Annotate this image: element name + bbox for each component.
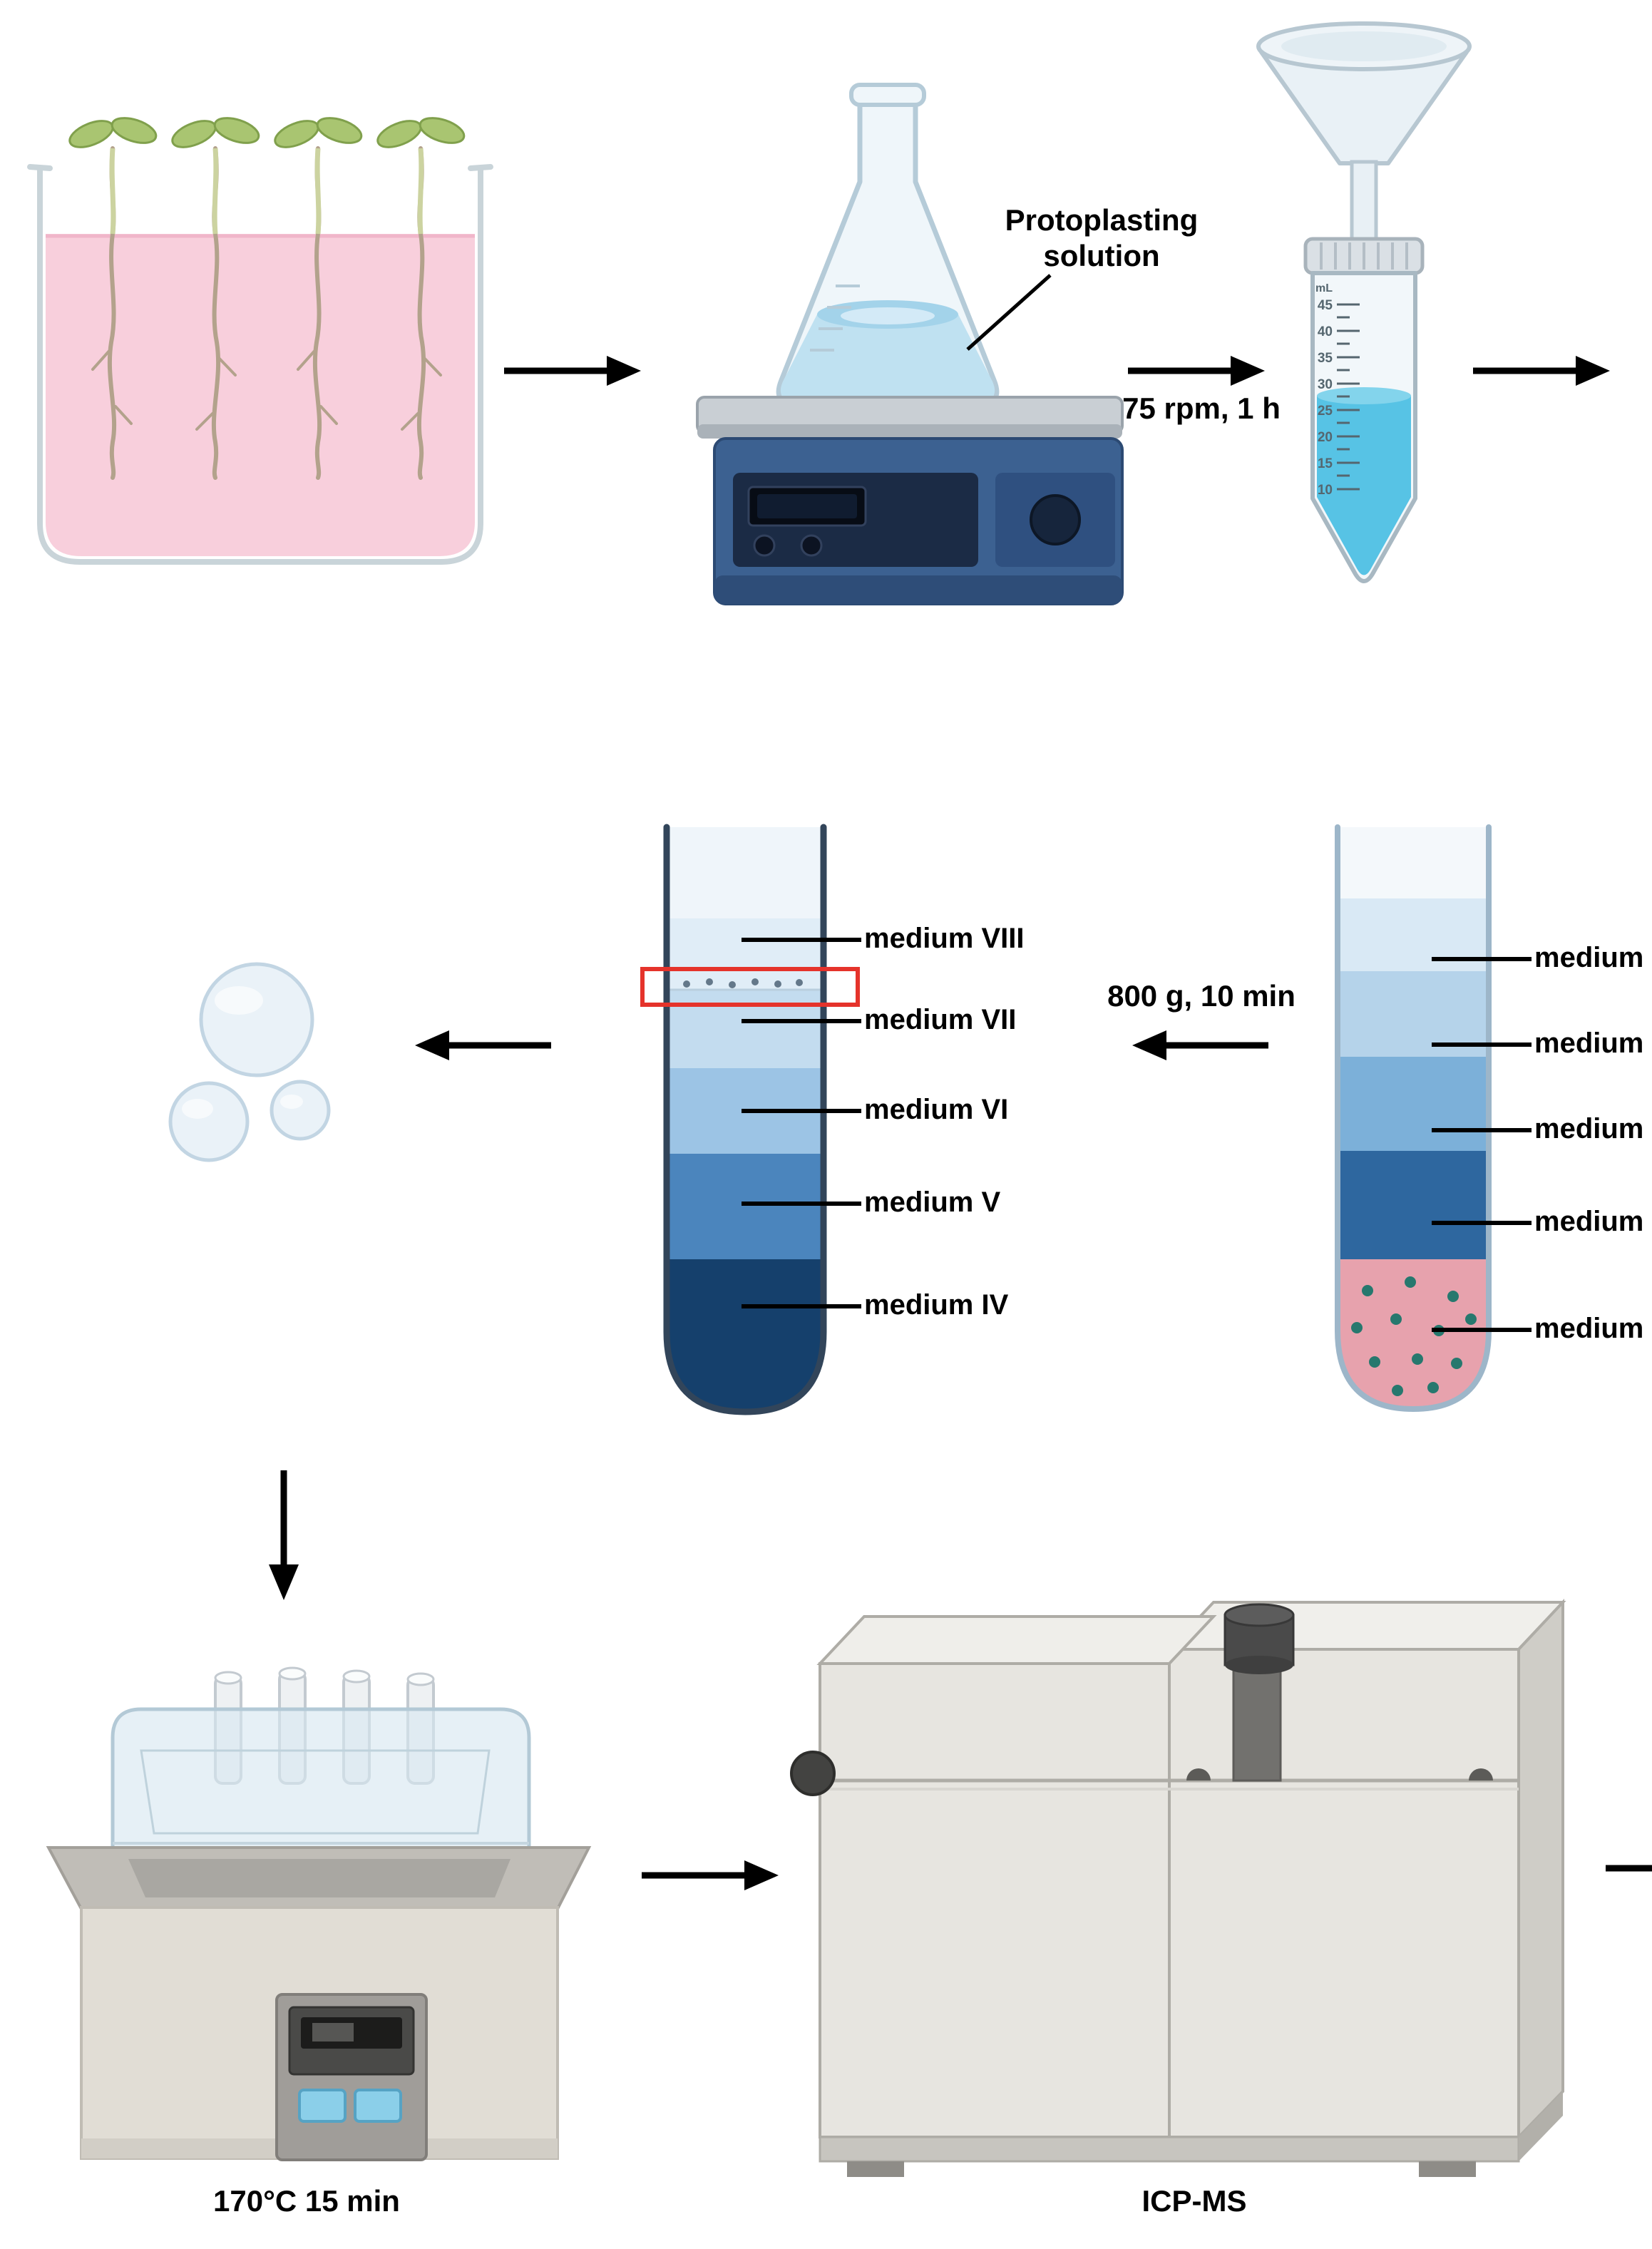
shaking-conditions-label: 75 rpm, 1 h	[1122, 391, 1281, 425]
loaded-tube-tick-5	[1432, 1328, 1532, 1332]
icpms-base	[819, 2091, 1563, 2177]
protoplast-medium	[168, 1081, 250, 1162]
funnel-and-falcon-tube-illustration: mL 45 40 35 30 25 20 15 10	[1256, 21, 1472, 583]
medium-vii-label: medium VII	[864, 1004, 1017, 1035]
arrow-tube-to-next	[1473, 356, 1610, 386]
filtrate-liquid	[1317, 396, 1411, 575]
icpms-label: ICP-MS	[1141, 2184, 1247, 2218]
arrow-icpms-output	[1606, 1865, 1652, 1872]
loaded-tube-label-1: medium	[1534, 942, 1644, 973]
loaded-tube-tick-2	[1432, 1042, 1532, 1047]
arrow-centrifugation	[1132, 1030, 1268, 1060]
protoplasts-illustration	[168, 962, 331, 1162]
arrow-shaker-to-tube	[1128, 356, 1265, 386]
gradient-tube-tick-3	[742, 1109, 861, 1113]
loaded-tube-layers	[1338, 827, 1489, 1409]
graduation-15: 15	[1318, 456, 1333, 471]
graduation-25: 25	[1318, 404, 1333, 419]
protoplast-small	[270, 1080, 331, 1141]
medium-v-label: medium V	[864, 1187, 1001, 1218]
centrifugation-conditions-label: 800 g, 10 min	[1107, 979, 1296, 1013]
seedlings-beaker-illustration	[27, 117, 493, 565]
shaker-knob-small-2	[800, 534, 823, 557]
bath-rim	[46, 1846, 592, 1910]
gradient-tube-illustration	[663, 824, 827, 1415]
graduation-20: 20	[1318, 430, 1333, 445]
icpms-side-knob	[790, 1751, 836, 1796]
medium-iv-label: medium IV	[864, 1289, 1009, 1321]
icpms-top-knob	[1223, 1603, 1295, 1674]
protoplasting-pointer-line	[966, 274, 1052, 351]
icpms-screw-1	[1186, 1768, 1211, 1781]
protoplasting-solution-label: Protoplasting solution	[1005, 203, 1199, 272]
loaded-tube-label-5: medium	[1534, 1313, 1644, 1344]
icpms-left-module	[816, 1615, 1217, 2138]
bath-button-2	[354, 2089, 402, 2123]
shaker-platform	[696, 396, 1124, 439]
gradient-tube-tick-5	[742, 1304, 861, 1308]
seedlings	[68, 117, 466, 480]
gradient-tube-tick-2	[742, 1019, 861, 1023]
bath-button-1	[298, 2089, 347, 2123]
water-bath-illustration	[46, 1666, 592, 2161]
arrow-down-to-digestion	[269, 1470, 299, 1600]
loaded-tube-tick-3	[1432, 1128, 1532, 1132]
graduation-ticks	[1337, 303, 1360, 491]
arrow-to-protoplasts	[415, 1030, 551, 1060]
protoplast-band-dots	[683, 978, 803, 988]
loaded-tube-tick-1	[1432, 957, 1532, 961]
gradient-tube-tick-4	[742, 1202, 861, 1206]
protoplasting-solution-liquid	[780, 314, 995, 401]
graduation-10: 10	[1318, 483, 1333, 498]
loaded-gradient-tube-illustration	[1335, 824, 1492, 1413]
bath-control-panel	[275, 1993, 428, 2161]
pink-medium	[46, 234, 475, 556]
bath-lid	[111, 1707, 531, 1873]
funnel	[1256, 21, 1472, 251]
tube-unit-label: mL	[1315, 282, 1333, 294]
icpms-illustration	[790, 1598, 1566, 2177]
water-bath-conditions-label: 170°C 15 min	[213, 2184, 400, 2218]
icpms-right-module	[1166, 1598, 1566, 2141]
arrow-bath-to-icpms	[642, 1860, 779, 1890]
arrow-beaker-to-shaker	[504, 356, 641, 386]
shaker-knob-large	[1030, 494, 1081, 545]
icpms-screw-2	[1469, 1768, 1493, 1781]
protoplast-band-highlight	[640, 967, 860, 1007]
graduation-45: 45	[1318, 298, 1333, 313]
medium-vi-label: medium VI	[864, 1094, 1009, 1125]
graduation-30: 30	[1318, 377, 1333, 392]
graduation-40: 40	[1318, 324, 1333, 339]
loaded-tube-tick-4	[1432, 1221, 1532, 1225]
shaker-with-flask-illustration	[696, 83, 1124, 605]
loaded-tube-label-4: medium	[1534, 1206, 1644, 1237]
loaded-tube-label-3: medium	[1534, 1113, 1644, 1144]
protoplast-large	[199, 962, 314, 1077]
falcon-tube: mL 45 40 35 30 25 20 15 10	[1303, 237, 1425, 583]
gradient-tube-layers	[667, 827, 824, 1412]
shaker-base	[713, 437, 1124, 605]
graduation-35: 35	[1318, 351, 1333, 366]
medium-viii-label: medium VIII	[864, 923, 1025, 954]
icpms-front-stripe	[1232, 1662, 1282, 1782]
shaker-knob-small-1	[753, 534, 776, 557]
loaded-tube-label-2: medium	[1534, 1028, 1644, 1059]
gradient-tube-tick-1	[742, 938, 861, 942]
